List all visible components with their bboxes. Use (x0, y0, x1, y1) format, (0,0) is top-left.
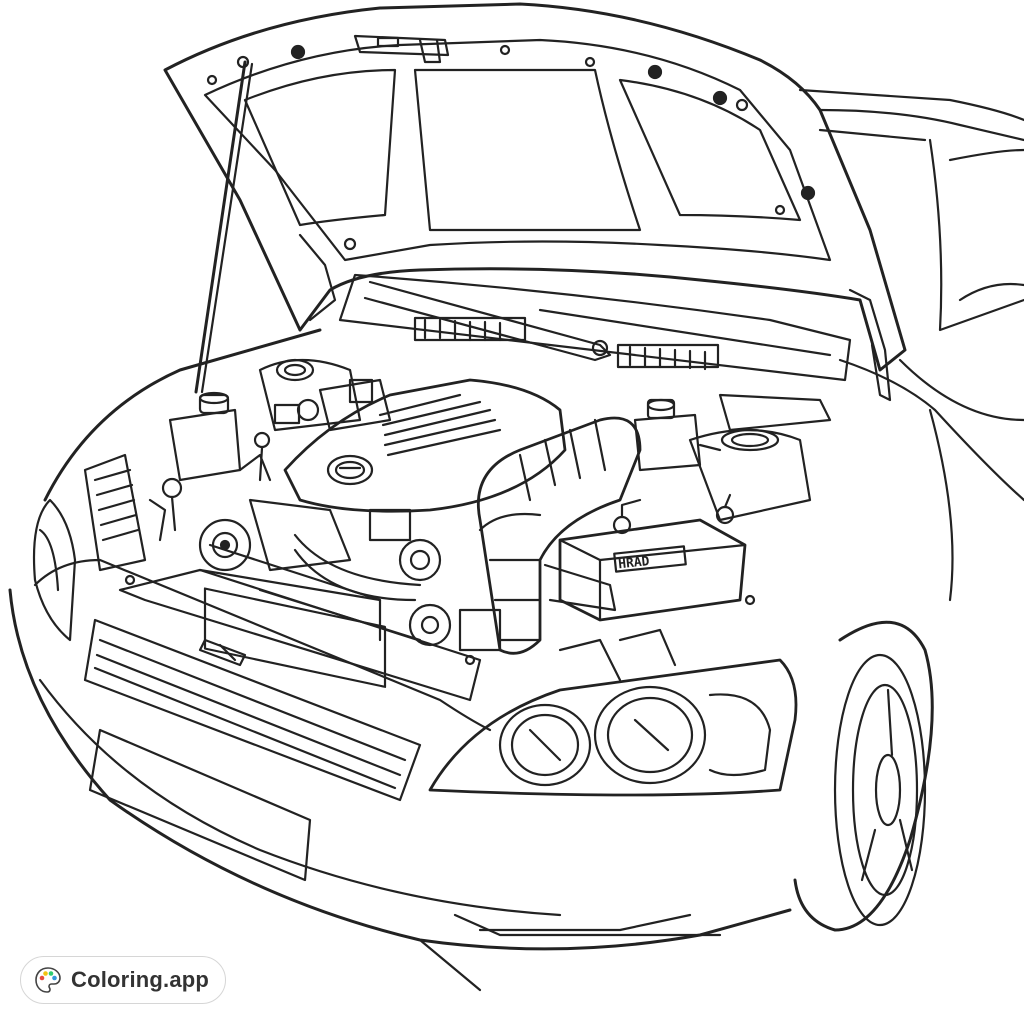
palette-dot-red (39, 975, 45, 981)
wipers-and-cowl (338, 273, 852, 382)
right-headlight (428, 658, 798, 797)
battery-label: HRAD (618, 554, 651, 572)
brake-fluid-reservoir (633, 398, 722, 472)
palette-dot-yellow (43, 971, 48, 976)
brand-label: Coloring.app (71, 967, 210, 992)
car-body (8, 328, 1024, 992)
engine-cover (283, 378, 567, 513)
front-right-wheel (793, 620, 934, 932)
palette-dot-blue (52, 975, 57, 981)
hood-prop-rod (194, 55, 254, 394)
car-battery: HRAD (558, 493, 747, 622)
coloring-app-badge[interactable]: Coloring.app (20, 956, 227, 1004)
air-filter-box (258, 358, 392, 432)
engine-block (198, 431, 502, 652)
left-headlight (32, 498, 77, 642)
open-hood (163, 2, 907, 402)
windshield-and-roof (798, 88, 1024, 332)
palette-icon (33, 965, 63, 995)
front-grille (83, 618, 422, 802)
coolant-reservoir (168, 391, 242, 482)
palette-dot-green (48, 971, 54, 976)
intake-hose (477, 416, 642, 655)
misc-components (124, 398, 756, 682)
washer-fluid-tank (688, 393, 832, 522)
